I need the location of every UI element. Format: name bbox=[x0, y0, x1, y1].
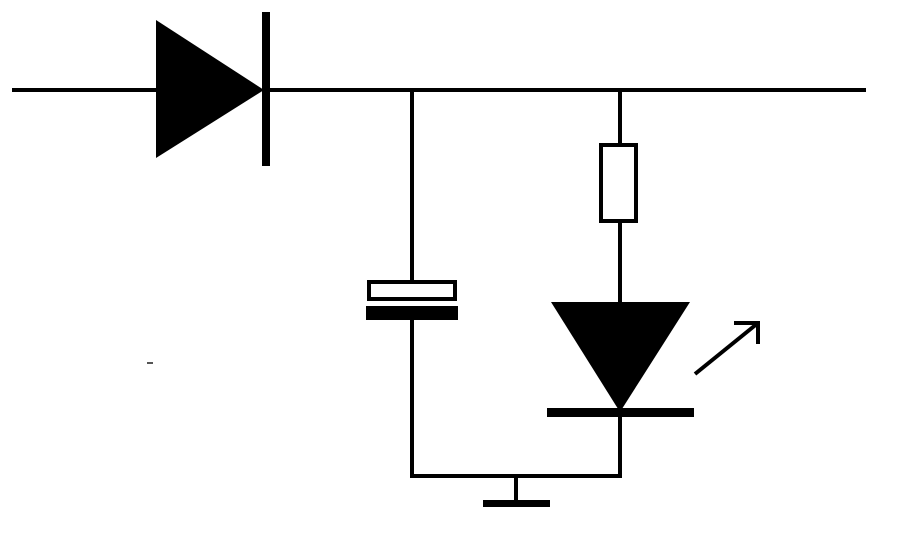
polarized-capacitor bbox=[366, 280, 458, 320]
led bbox=[547, 302, 760, 417]
diode-triangle bbox=[156, 20, 264, 158]
capacitor-positive-plate bbox=[367, 280, 457, 301]
stray-mark bbox=[147, 362, 153, 364]
ground-bar bbox=[483, 500, 550, 507]
diode bbox=[156, 12, 270, 166]
led-triangle bbox=[551, 302, 690, 412]
led-light-arrow-icon bbox=[693, 321, 760, 376]
wiring bbox=[12, 88, 866, 502]
resistor bbox=[599, 143, 638, 223]
diode-cathode-bar bbox=[262, 12, 270, 166]
capacitor-negative-plate bbox=[366, 306, 458, 320]
led-cathode-bar bbox=[547, 408, 694, 417]
